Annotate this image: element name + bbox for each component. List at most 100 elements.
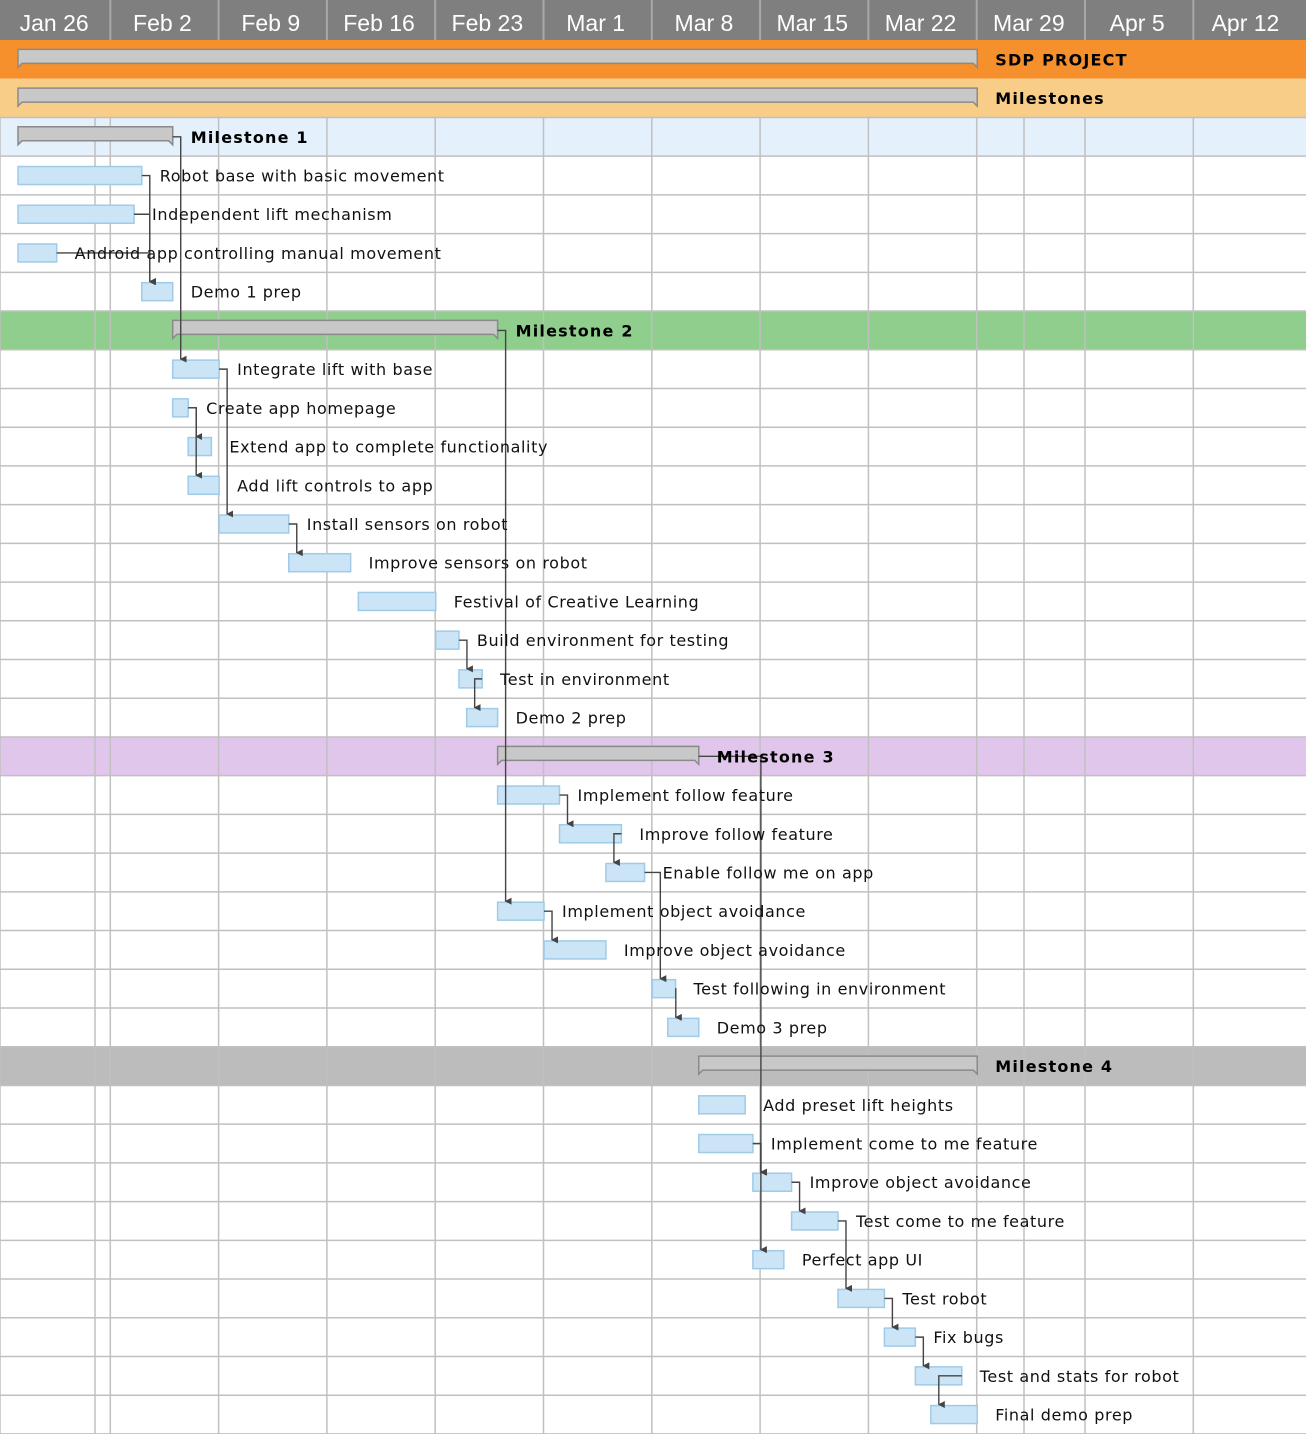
tick-label: Mar 8 — [675, 10, 734, 36]
task-label: Final demo prep — [995, 1406, 1133, 1425]
dependency-arrow — [458, 639, 473, 673]
task-label: Demo 2 prep — [516, 709, 627, 728]
tick-label: Apr 12 — [1212, 10, 1280, 36]
dependency-arrow — [141, 174, 156, 286]
task-bar — [558, 824, 623, 844]
group-label: Milestone 1 — [191, 128, 309, 147]
task-bar — [187, 475, 220, 496]
group-label: SDP PROJECT — [995, 50, 1127, 69]
tick-label: Feb 23 — [452, 10, 524, 36]
dependency-arrow — [497, 329, 512, 905]
task-bar — [651, 978, 677, 999]
task-label: Install sensors on robot — [307, 515, 508, 534]
tick-label: Feb 2 — [133, 10, 192, 36]
dependency-arrow — [473, 678, 483, 712]
task-label: Implement come to me feature — [771, 1135, 1038, 1154]
group-label: Milestone 2 — [516, 321, 634, 340]
tick-label: Mar 29 — [993, 10, 1065, 36]
task-bar — [752, 1249, 785, 1270]
task-label: Festival of Creative Learning — [454, 592, 700, 611]
task-bar — [141, 281, 174, 302]
summary-bar — [496, 745, 700, 767]
task-bar — [496, 785, 561, 805]
dependency-arrow — [791, 1181, 806, 1215]
task-label: Add preset lift heights — [763, 1096, 954, 1115]
task-label: Test and stats for robot — [979, 1367, 1180, 1386]
task-label: Implement follow feature — [578, 786, 794, 805]
task-bar — [17, 204, 135, 224]
task-bar — [288, 552, 352, 573]
dependency-arrow — [937, 1375, 962, 1409]
task-bar — [17, 165, 143, 186]
dependency-arrow — [915, 1336, 930, 1370]
task-label: Fix bugs — [933, 1328, 1004, 1347]
group-label: Milestones — [995, 89, 1105, 108]
tick-label: Mar 22 — [885, 10, 957, 36]
dependency-arrow — [219, 368, 234, 518]
dependency-arrow — [752, 1142, 767, 1254]
dependency-arrow — [698, 755, 767, 1176]
task-bar — [218, 514, 290, 534]
tick-label: Mar 15 — [776, 10, 848, 36]
task-bar — [171, 359, 220, 379]
summary-bar — [171, 319, 499, 341]
task-bar — [496, 901, 545, 921]
tick-label: Apr 5 — [1110, 10, 1165, 36]
dependency-arrow — [612, 833, 622, 866]
task-bar — [434, 630, 460, 650]
task-label: Improve object avoidance — [624, 941, 846, 960]
dependency-arrow — [188, 407, 203, 479]
task-bar — [930, 1404, 978, 1425]
task-label: Independent lift mechanism — [152, 205, 392, 224]
task-bar — [837, 1288, 886, 1309]
row-band — [0, 117, 1306, 157]
dependency-arrow — [188, 407, 203, 441]
task-bar — [357, 591, 437, 612]
task-label: Robot base with basic movement — [160, 167, 445, 186]
task-bar — [605, 862, 646, 883]
task-label: Improve follow feature — [639, 825, 833, 844]
task-label: Improve sensors on robot — [369, 554, 588, 573]
task-bar — [790, 1211, 839, 1231]
task-label: Add lift controls to app — [237, 476, 433, 495]
dependency-arrow — [544, 910, 559, 944]
task-label: Android app controlling manual movement — [75, 244, 442, 263]
task-bar — [697, 1133, 754, 1154]
task-label: Extend app to complete functionality — [229, 438, 548, 457]
task-bar — [752, 1172, 793, 1192]
task-bar — [17, 243, 58, 263]
task-bar — [187, 436, 213, 457]
group-label: Milestone 4 — [995, 1057, 1113, 1076]
task-label: Test following in environment — [693, 980, 947, 999]
task-bar — [667, 1017, 700, 1038]
task-bar — [543, 940, 607, 960]
summary-bar — [17, 87, 978, 108]
task-label: Improve object avoidance — [810, 1173, 1032, 1192]
tick-label: Jan 26 — [20, 10, 89, 36]
summary-bar — [697, 1055, 978, 1076]
task-label: Create app homepage — [206, 399, 396, 418]
task-label: Integrate lift with base — [237, 360, 433, 379]
task-label: Test in environment — [499, 670, 670, 689]
dependency-arrow — [288, 523, 303, 557]
summary-bar — [17, 48, 978, 70]
dependency-arrow — [884, 1297, 899, 1331]
task-label: Test come to me feature — [855, 1212, 1065, 1231]
dependency-arrow — [644, 871, 667, 983]
tick-label: Mar 1 — [566, 10, 625, 36]
dependency-arrow — [56, 252, 156, 286]
task-label: Demo 1 prep — [191, 283, 302, 302]
task-bar — [883, 1327, 917, 1347]
task-bar — [171, 398, 189, 418]
tick-label: Feb 16 — [343, 10, 415, 36]
task-label: Perfect app UI — [802, 1251, 923, 1270]
task-bar — [697, 1095, 746, 1115]
tick-label: Feb 9 — [241, 10, 300, 36]
row-band — [0, 1046, 1306, 1086]
group-label: Milestone 3 — [717, 747, 835, 766]
task-label: Test robot — [901, 1289, 987, 1308]
task-bar — [465, 707, 499, 728]
dependency-arrow — [837, 1220, 852, 1292]
